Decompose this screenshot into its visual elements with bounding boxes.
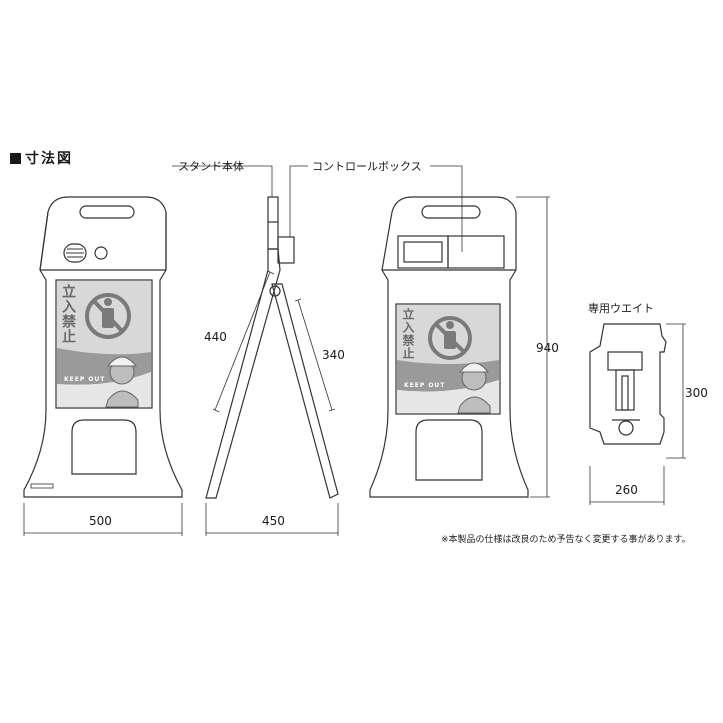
front-sign-art [57,281,151,408]
front-view [23,196,183,498]
back-view [369,196,529,498]
no-entry-icon [428,316,472,360]
side-lower-dimension: 340 [322,348,345,362]
specification-note: ※本製品の仕様は改良のため予告なく変更する事があります。 [441,535,691,545]
no-entry-icon [85,293,131,339]
side-view [205,196,339,499]
back-sign-text: 立入禁止 [401,308,415,360]
stand-body-label: スタンド本体 [178,160,244,173]
control-box-label: コントロールボックス [312,160,422,173]
side-upper-dimension: 440 [204,330,227,344]
weight-view [589,323,667,445]
side-width-dimension: 450 [262,514,285,528]
back-keep-out: KEEP OUT [404,382,446,389]
weight-height-dimension: 300 [685,386,708,400]
weight-label: 専用ウエイト [588,302,654,315]
square-bullet-icon [10,153,21,164]
front-keep-out: KEEP OUT [64,376,106,383]
page-title: 寸法図 [10,148,73,168]
back-sign-art [397,305,499,414]
height-dimension: 940 [536,341,559,355]
speaker-icon [63,243,87,263]
front-width-dimension: 500 [89,514,112,528]
weight-width-dimension: 260 [615,483,638,497]
knob-icon [94,246,108,260]
front-sign-text: 立入禁止 [60,284,76,344]
